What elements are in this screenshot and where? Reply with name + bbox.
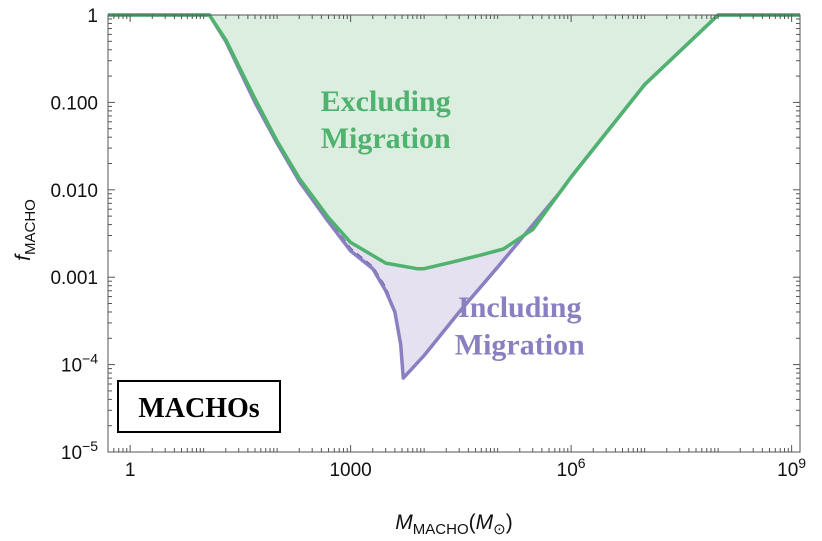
y-tick-label: 1	[87, 6, 98, 27]
machos-box-frame	[117, 380, 281, 433]
y-tick-label: 0.001	[50, 268, 98, 289]
annotation-include-2: Migration	[455, 329, 585, 362]
machos-box-label: MACHOs	[138, 393, 259, 424]
y-tick-label: 0.010	[50, 181, 98, 202]
chart-curves	[108, 13, 800, 380]
excluding-region	[108, 15, 800, 269]
x-tick-label: 1	[125, 460, 136, 481]
x-tick-label: 1000	[329, 460, 371, 481]
x-axis-title: MMACHO(M⊙)	[395, 511, 512, 538]
x-tick-label: 109	[777, 455, 806, 481]
plot-frame	[107, 14, 801, 453]
y-tick-label: 0.100	[50, 93, 98, 114]
x-tick-label: 106	[557, 455, 586, 481]
excluding-curve	[108, 13, 800, 271]
y-tick-label: 10−4	[61, 351, 98, 377]
machos-box: MACHOs	[117, 380, 281, 433]
annotation-exclude-2: Migration	[321, 122, 451, 155]
axis-ticks: 1 1000 106 109 1 0.100 0.010 0.001 10−4 10−5	[50, 6, 806, 481]
y-tick-label: 10−5	[61, 438, 98, 464]
annotation-exclude-1: Excluding	[321, 85, 451, 118]
y-axis-title: fMACHO	[12, 199, 39, 261]
annotation-include-1: Including	[458, 291, 581, 324]
chart-fills	[108, 15, 800, 379]
